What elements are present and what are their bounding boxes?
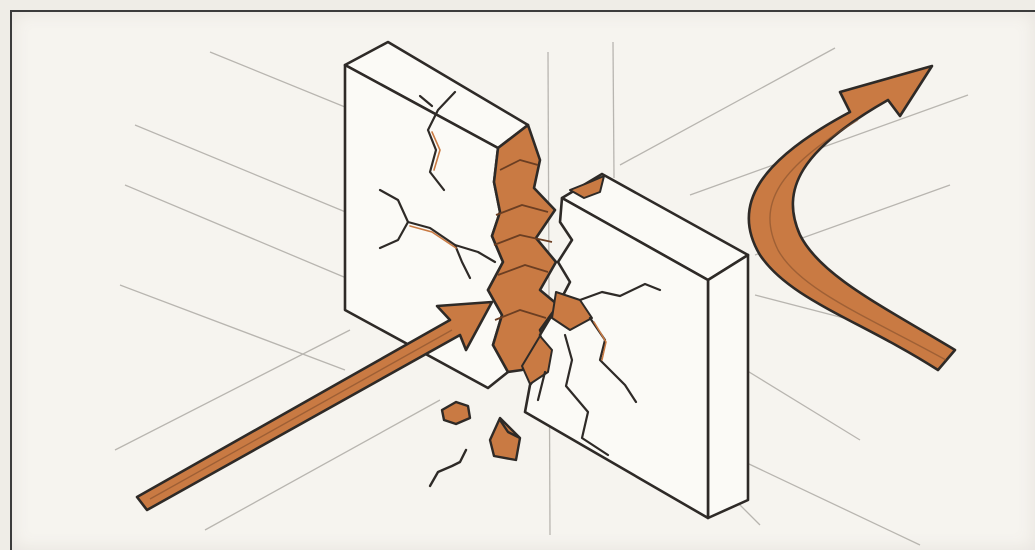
- right-wall-block: [525, 174, 748, 518]
- debris-icon: [442, 402, 470, 424]
- guide-line: [613, 42, 614, 178]
- guide-line: [548, 52, 550, 535]
- curved-arrow-body: [749, 66, 955, 370]
- right-block-side-face: [708, 255, 748, 518]
- curved-arrow-icon: [749, 66, 955, 370]
- crack-icon: [430, 450, 466, 486]
- debris-icon: [490, 418, 520, 460]
- guide-line: [205, 400, 440, 530]
- guide-line: [135, 125, 365, 220]
- guide-line: [120, 285, 345, 370]
- guide-line: [690, 95, 968, 195]
- guide-line: [115, 330, 350, 450]
- arrow-icon: [137, 302, 492, 510]
- debris: [430, 402, 520, 486]
- guide-line: [730, 455, 920, 545]
- arrow-shaft: [137, 302, 492, 510]
